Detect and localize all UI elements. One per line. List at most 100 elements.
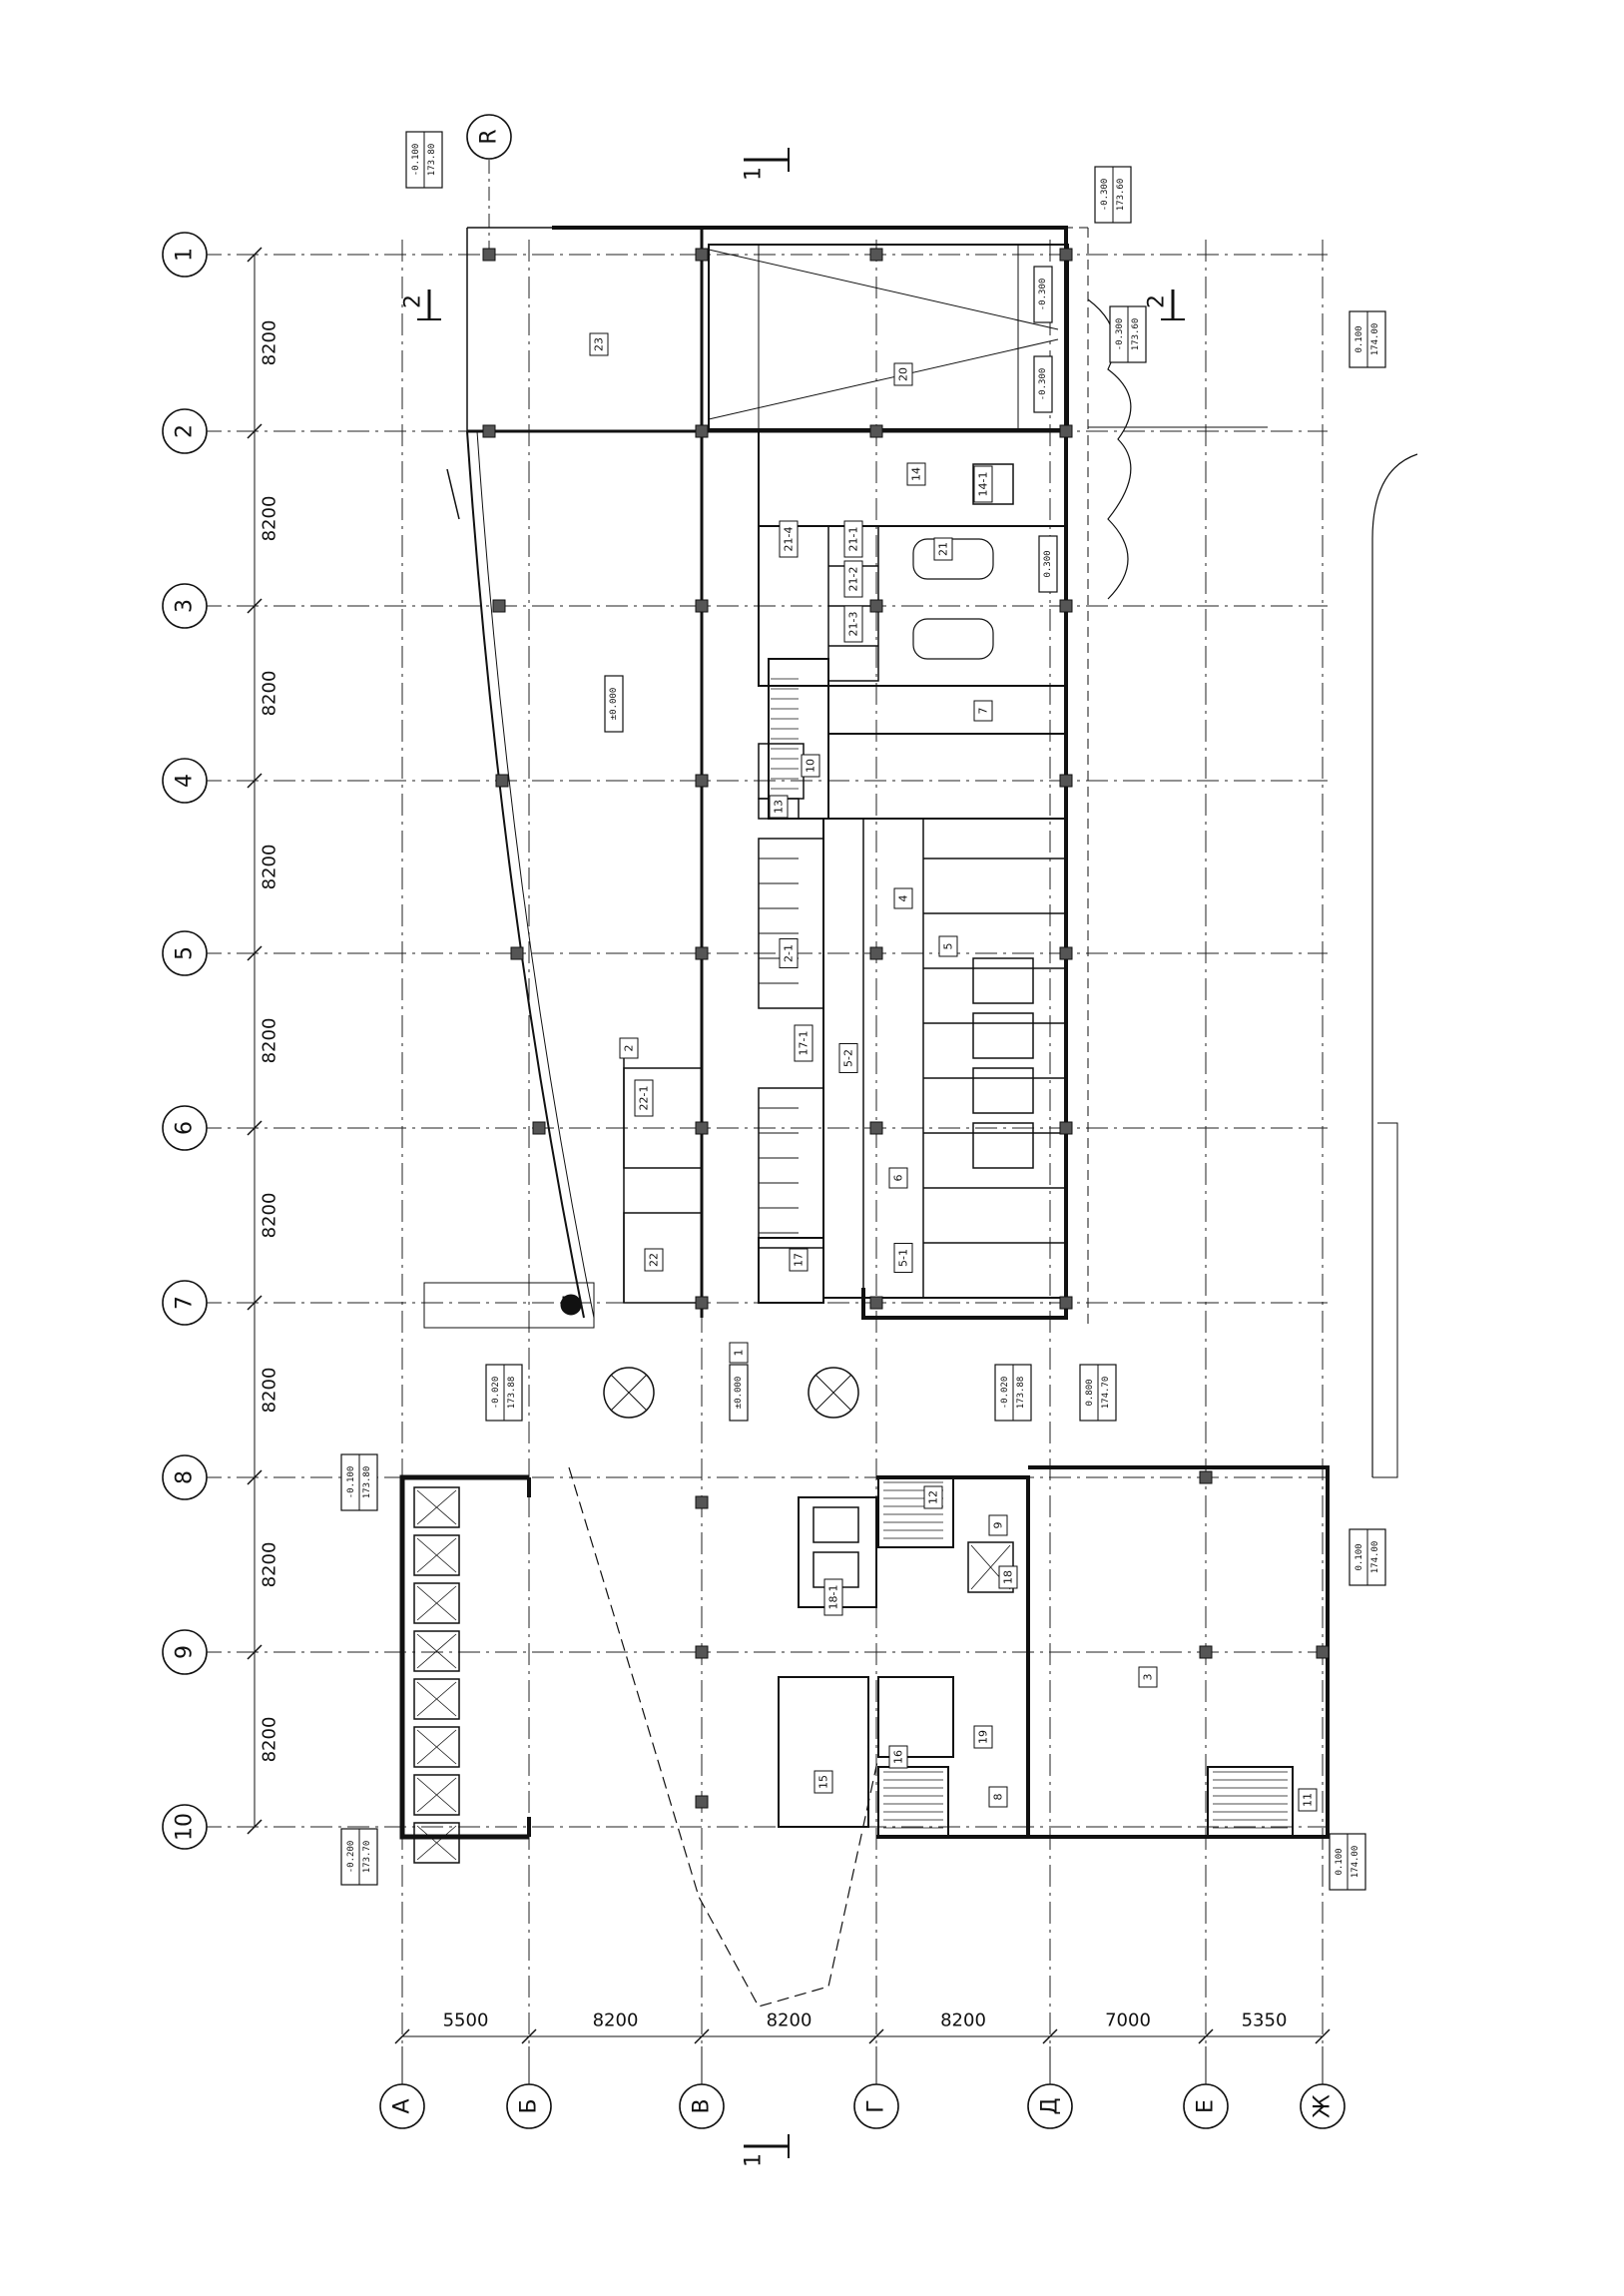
elevator-shaft xyxy=(413,1678,460,1720)
structural-column xyxy=(1059,946,1073,960)
axis-label-col: А xyxy=(390,2098,415,2113)
col-dimension-text: 8200 xyxy=(940,2010,986,2031)
structural-column xyxy=(1059,1296,1073,1310)
room-tag-frame xyxy=(823,1578,843,1616)
room-tag: 14-1 xyxy=(977,472,990,497)
lift xyxy=(812,1506,859,1543)
axis-bubble-row xyxy=(162,758,208,804)
axis-bubble-col xyxy=(1300,2083,1346,2129)
axis-bubble-row xyxy=(162,232,208,278)
equip-box xyxy=(972,1012,1034,1059)
room-tag: 12 xyxy=(927,1490,940,1504)
level-mark-bottom: 173.80 xyxy=(362,1466,372,1499)
level-mark-bottom: 174.00 xyxy=(1370,1541,1380,1574)
level-mark-top: -0.020 xyxy=(491,1377,501,1410)
room12-stair xyxy=(877,1476,954,1548)
structural-column xyxy=(492,599,506,613)
room17 xyxy=(758,1237,824,1304)
row-dimension-text: 8200 xyxy=(260,1018,280,1064)
level-mark-frame xyxy=(729,1364,749,1422)
elevator-shaft xyxy=(413,1486,460,1528)
structural-column xyxy=(482,248,496,262)
axis-bubble-col xyxy=(853,2083,899,2129)
col-dimension-text: 8200 xyxy=(767,2010,812,2031)
axis-bubble-row xyxy=(162,930,208,976)
revolving-door xyxy=(603,1367,655,1419)
structural-column xyxy=(1059,1121,1073,1135)
room-tag-frame xyxy=(973,700,993,722)
dimension-tick xyxy=(247,1819,263,1835)
room-tag-frame xyxy=(779,520,799,558)
room-tag-frame xyxy=(988,1514,1008,1536)
room-tag-frame xyxy=(888,1745,908,1769)
elevator-shaft xyxy=(413,1582,460,1624)
level-mark-bottom: 174.00 xyxy=(1370,323,1380,356)
dimension-tick xyxy=(247,773,263,789)
dimension-tick xyxy=(247,1469,263,1485)
structural-column xyxy=(695,248,709,262)
level-mark-bottom: 174.00 xyxy=(1351,1846,1360,1879)
room-tag: 5-1 xyxy=(897,1249,910,1267)
room-tag-frame xyxy=(843,520,863,558)
structural-column xyxy=(695,599,709,613)
level-mark-top: -0.300 xyxy=(1038,368,1048,401)
axis-label-col: Б xyxy=(517,2098,542,2113)
toilet-block xyxy=(758,838,824,1009)
axis-label-row: 1 xyxy=(173,248,198,262)
structural-column xyxy=(1059,774,1073,788)
dimension-tick xyxy=(247,1644,263,1660)
elevator-shaft xyxy=(413,1822,460,1864)
row-dimension-text: 8200 xyxy=(260,1542,280,1588)
axis-bubble-row xyxy=(162,1280,208,1326)
level-mark-bottom: 173.88 xyxy=(507,1377,517,1410)
level-mark-frame xyxy=(1038,535,1058,593)
room-tag: 19 xyxy=(977,1730,990,1744)
axis-label-row: 3 xyxy=(173,599,198,613)
structural-column xyxy=(1199,1470,1213,1484)
room-tag-frame xyxy=(769,795,789,819)
axis-label-r: R xyxy=(477,129,502,144)
equip-box xyxy=(972,1122,1034,1169)
room-tag: 7 xyxy=(977,708,990,715)
structural-column xyxy=(869,248,883,262)
level-mark-top: -0.300 xyxy=(1115,318,1125,351)
structural-column xyxy=(1059,248,1073,262)
axis-bubble-col xyxy=(379,2083,425,2129)
level-mark-bottom: 173.70 xyxy=(362,1841,372,1874)
revolving-door xyxy=(808,1367,859,1419)
room-tag: 10 xyxy=(805,759,817,773)
axis-bubble-row xyxy=(162,1804,208,1850)
room-tag-frame xyxy=(893,362,913,386)
room-tag: 22-1 xyxy=(638,1086,651,1111)
car-outline xyxy=(912,618,994,660)
structural-column xyxy=(482,424,496,438)
elev-x xyxy=(416,1729,457,1765)
axis-label-col: Е xyxy=(1194,2099,1219,2113)
axis-label-col: Г xyxy=(864,2099,889,2112)
row-dimension-text: 8200 xyxy=(260,1717,280,1763)
room-tag: 6 xyxy=(892,1175,905,1182)
axis-bubble-col xyxy=(1183,2083,1229,2129)
sculpture-plinth xyxy=(423,1282,595,1329)
room-tag-frame xyxy=(938,935,958,957)
axis-label-col: Д xyxy=(1038,2097,1063,2114)
walls xyxy=(399,226,1330,2008)
entry-glass xyxy=(446,468,460,520)
structural-column xyxy=(1059,599,1073,613)
dimension-tick xyxy=(868,2028,884,2044)
row-dimension-text: 8200 xyxy=(260,1193,280,1239)
dimension-tick xyxy=(247,247,263,263)
structural-column xyxy=(869,424,883,438)
level-mark-top: 0.300 xyxy=(1043,550,1053,577)
room-tag-frame xyxy=(923,1485,943,1509)
room-tag-frame xyxy=(973,465,993,503)
room-tag-frame xyxy=(644,1248,664,1272)
room16-block xyxy=(877,1676,954,1758)
room-tag: 21-1 xyxy=(847,527,860,552)
level-mark-frame xyxy=(1033,266,1053,323)
structural-column xyxy=(869,1296,883,1310)
room-tag: 21 xyxy=(937,542,950,556)
